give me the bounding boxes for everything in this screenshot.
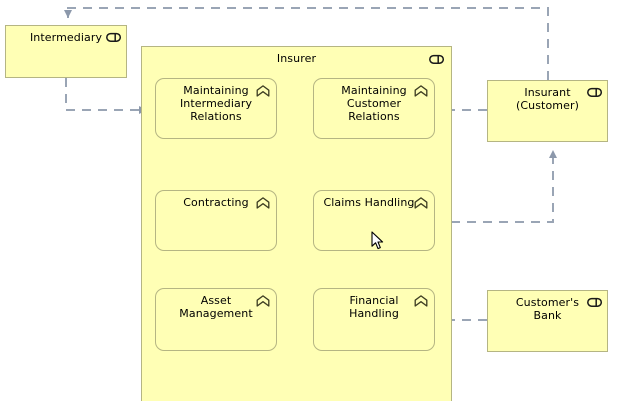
edge-intermediary-to-mir (65, 78, 147, 114)
node-contracting[interactable]: Contracting (155, 190, 277, 251)
node-maintaining-customer-relations[interactable]: Maintaining Customer Relations (313, 78, 435, 139)
node-maintaining-intermediary-relations[interactable]: Maintaining Intermediary Relations (155, 78, 277, 139)
node-insurant[interactable]: Insurant (Customer) (487, 80, 608, 142)
node-claims-handling-label: Claims Handling (323, 196, 415, 209)
node-customers-bank[interactable]: Customer's Bank (487, 290, 608, 352)
node-customers-bank-label: Customer's Bank (515, 296, 580, 322)
node-contracting-label: Contracting (183, 196, 249, 209)
node-intermediary[interactable]: Intermediary (5, 25, 127, 78)
node-insurer-label: Insurer (276, 52, 317, 65)
node-mir-label: Maintaining Intermediary Relations (179, 84, 253, 123)
node-financial-handling-label: Financial Handling (349, 294, 399, 320)
node-claims-handling[interactable]: Claims Handling (313, 190, 435, 251)
node-asset-management-label: Asset Management (179, 294, 253, 320)
node-asset-management[interactable]: Asset Management (155, 288, 277, 351)
node-mcr-label: Maintaining Customer Relations (341, 84, 407, 123)
node-insurant-label: Insurant (Customer) (515, 86, 579, 112)
node-intermediary-label: Intermediary (29, 31, 103, 44)
node-financial-handling[interactable]: Financial Handling (313, 288, 435, 351)
edge-claims-handling-to-insurant (435, 150, 557, 223)
